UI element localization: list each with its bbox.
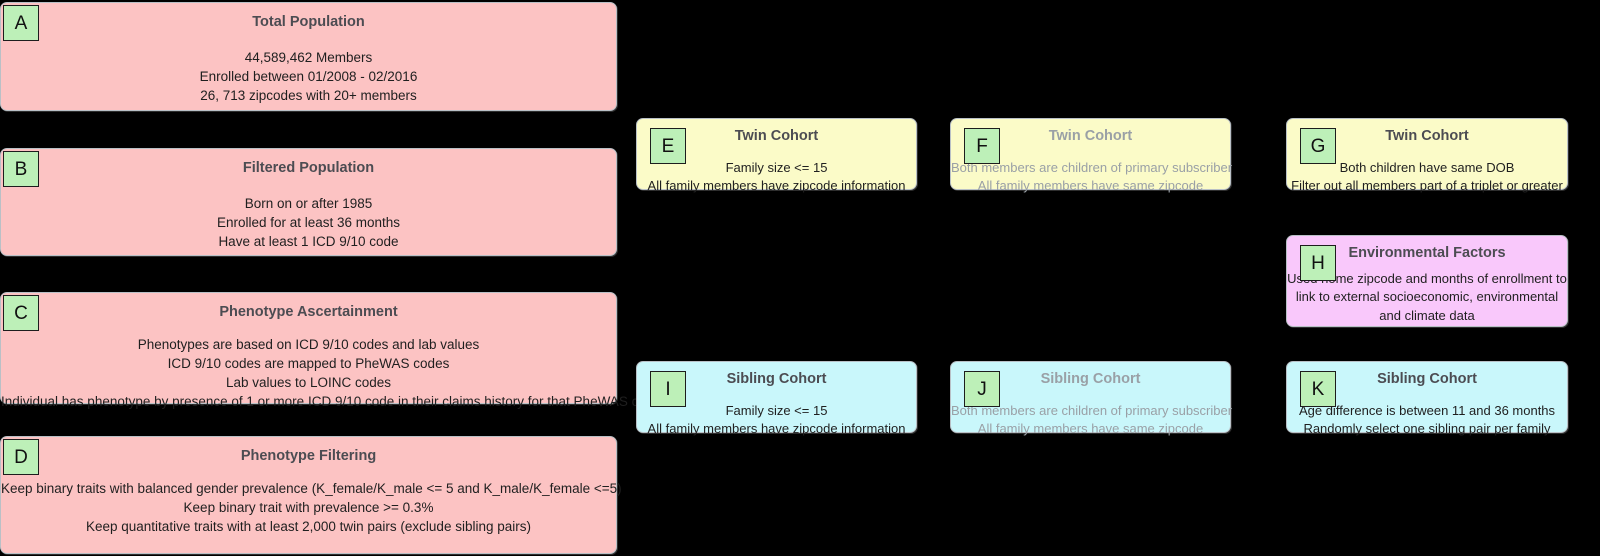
node-line: Both members are children of primary sub… bbox=[951, 160, 1233, 175]
node-b-filtered-population[interactable]: B Filtered Population Born on or after 1… bbox=[0, 148, 617, 256]
node-i-lines: Family size <= 15 All family members have… bbox=[637, 402, 916, 439]
node-line: Lab values to LOINC codes bbox=[225, 375, 392, 391]
node-line: Phenotypes are based on ICD 9/10 codes a… bbox=[137, 337, 480, 352]
node-k-sibling-cohort[interactable]: K Sibling Cohort Age difference is betwe… bbox=[1286, 361, 1568, 436]
node-e-title: Twin Cohort bbox=[734, 128, 819, 144]
node-line: Filter out all members part of a triplet… bbox=[1291, 178, 1563, 194]
node-k-title: Sibling Cohort bbox=[1377, 371, 1477, 387]
node-c-title: Phenotype Ascertainment bbox=[219, 304, 398, 320]
node-line: 26, 713 zipcodes with 20+ members bbox=[200, 88, 417, 104]
node-e-twin-cohort[interactable]: E Twin Cohort Family size <= 15 All famil… bbox=[636, 118, 917, 193]
node-f-lines: Both members are children of primary sub… bbox=[951, 159, 1233, 196]
node-d-title: Phenotype Filtering bbox=[240, 448, 377, 464]
node-line: Age difference is between 11 and 36 mont… bbox=[1298, 403, 1556, 418]
node-b-title: Filtered Population bbox=[242, 160, 375, 176]
node-tag-e: E bbox=[650, 128, 686, 164]
node-c-lines: Phenotypes are based on ICD 9/10 codes a… bbox=[1, 335, 661, 412]
node-d-phenotype-filtering[interactable]: D Phenotype Filtering Keep binary traits… bbox=[0, 436, 622, 554]
node-line: Keep binary trait with prevalence >= 0.3… bbox=[183, 500, 434, 516]
node-line: Used home zipcode and months of enrollme… bbox=[1287, 271, 1567, 323]
node-h-title: Environmental Factors bbox=[1348, 245, 1506, 261]
node-j-sibling-cohort[interactable]: J Sibling Cohort Both members are childr… bbox=[950, 361, 1232, 436]
node-line: Both children have same DOB bbox=[1339, 160, 1515, 175]
node-line: Family size <= 15 bbox=[725, 160, 828, 175]
node-line: All family members have same zipcode bbox=[977, 178, 1204, 194]
node-g-title: Twin Cohort bbox=[1385, 128, 1469, 144]
node-line: All family members have zipcode informat… bbox=[647, 178, 906, 194]
node-tag-d: D bbox=[3, 439, 39, 475]
node-tag-g: G bbox=[1300, 128, 1336, 164]
node-line: All family members have zipcode informat… bbox=[647, 421, 906, 437]
node-h-environmental-factors[interactable]: H Environmental Factors Used home zipcod… bbox=[1286, 235, 1568, 327]
node-tag-b: B bbox=[3, 151, 39, 187]
node-line: Enrolled for at least 36 months bbox=[216, 215, 401, 231]
node-c-phenotype-ascertainment[interactable]: C Phenotype Ascertainment Phenotypes are… bbox=[0, 292, 661, 409]
node-d-lines: Keep binary traits with balanced gender … bbox=[1, 479, 622, 536]
node-line: Individual has phenotype by presence of … bbox=[1, 394, 661, 410]
node-line: Enrolled between 01/2008 - 02/2016 bbox=[199, 69, 418, 85]
node-i-sibling-cohort[interactable]: I Sibling Cohort Family size <= 15 All fa… bbox=[636, 361, 917, 436]
node-a-title: Total Population bbox=[252, 14, 365, 30]
node-line: All family members have same zipcode bbox=[977, 421, 1204, 437]
node-e-lines: Family size <= 15 All family members have… bbox=[637, 159, 916, 196]
node-line: Randomly select one sibling pair per fam… bbox=[1303, 421, 1551, 437]
node-tag-i: I bbox=[650, 371, 686, 407]
node-i-title: Sibling Cohort bbox=[726, 371, 827, 387]
node-tag-a: A bbox=[3, 5, 39, 41]
node-line: Born on or after 1985 bbox=[244, 196, 373, 211]
node-line: Keep quantitative traits with at least 2… bbox=[86, 519, 531, 535]
node-g-twin-cohort[interactable]: G Twin Cohort Both children have same DO… bbox=[1286, 118, 1568, 193]
node-tag-h: H bbox=[1300, 245, 1336, 281]
node-tag-k: K bbox=[1300, 371, 1336, 407]
node-tag-c: C bbox=[3, 295, 39, 331]
node-tag-f: F bbox=[964, 128, 1000, 164]
node-g-lines: Both children have same DOB Filter out al… bbox=[1287, 159, 1567, 196]
node-tag-j: J bbox=[964, 371, 1000, 407]
node-line: Keep binary traits with balanced gender … bbox=[1, 481, 622, 496]
node-line: Have at least 1 ICD 9/10 code bbox=[218, 234, 399, 250]
node-h-lines: Used home zipcode and months of enrollme… bbox=[1287, 270, 1567, 325]
node-line: Both members are children of primary sub… bbox=[951, 403, 1233, 418]
node-f-twin-cohort[interactable]: F Twin Cohort Both members are children … bbox=[950, 118, 1232, 193]
node-j-title: Sibling Cohort bbox=[1040, 371, 1141, 387]
node-k-lines: Age difference is between 11 and 36 mont… bbox=[1287, 402, 1567, 439]
node-line: Family size <= 15 bbox=[725, 403, 828, 418]
node-line: ICD 9/10 codes are mapped to PheWAS code… bbox=[167, 356, 450, 372]
node-f-title: Twin Cohort bbox=[1048, 128, 1133, 144]
node-j-lines: Both members are children of primary sub… bbox=[951, 402, 1233, 439]
node-line: 44,589,462 Members bbox=[244, 50, 373, 65]
